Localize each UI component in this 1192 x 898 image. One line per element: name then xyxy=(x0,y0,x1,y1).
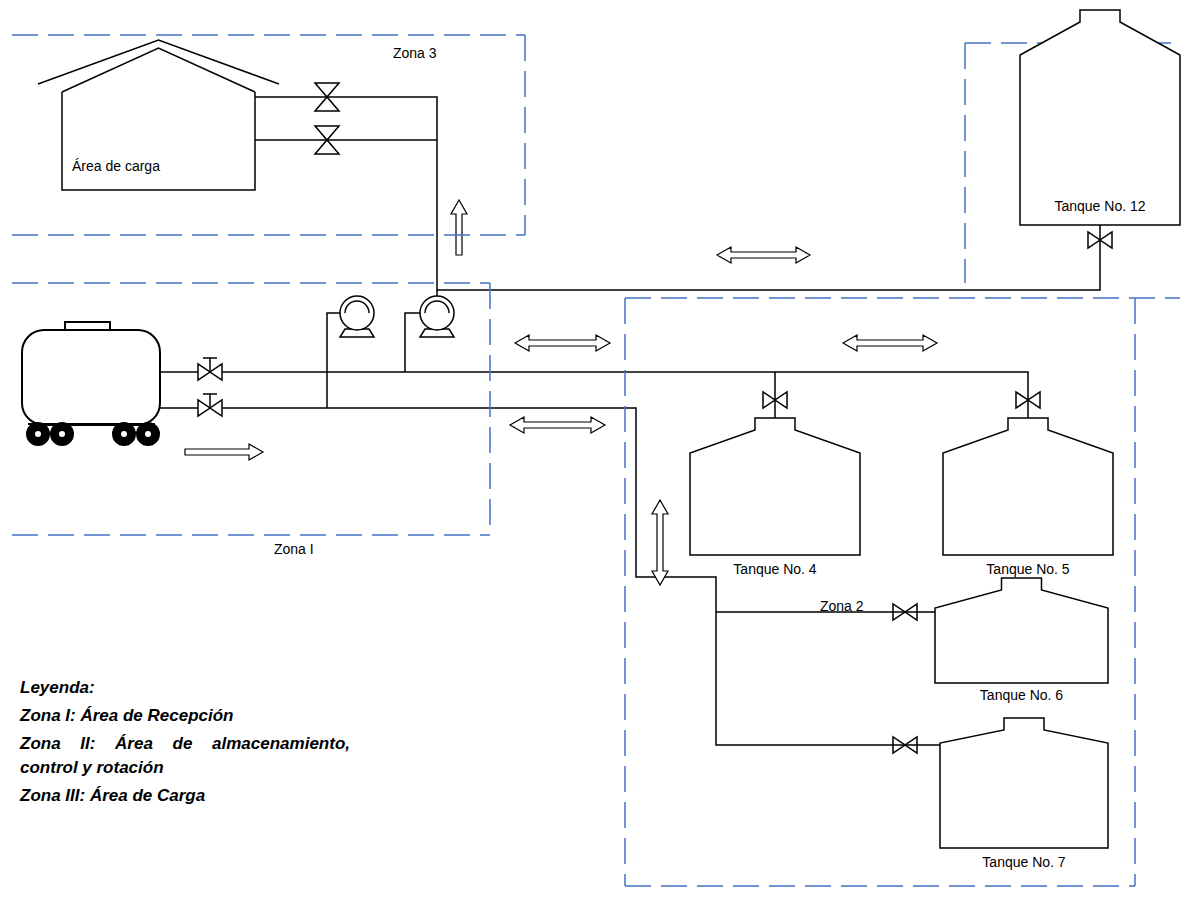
zone-boundary xyxy=(624,298,626,886)
legend-entry: Zona I: Área de Recepción xyxy=(20,704,480,728)
loading-building: Área de carga xyxy=(62,40,255,195)
tank-outline xyxy=(690,418,860,555)
pipe-connector xyxy=(255,97,1100,290)
flow-arrow xyxy=(185,444,263,460)
pipe-line xyxy=(405,313,420,372)
storage-tank-outline xyxy=(935,578,1108,706)
legend-heading: Leyenda: xyxy=(20,676,480,700)
pipe-connector xyxy=(775,372,1028,418)
zone-boundary xyxy=(964,43,966,283)
tanker-truck xyxy=(28,423,155,425)
zone-boundary xyxy=(12,534,490,536)
tanker-truck xyxy=(27,423,49,445)
storage-tank-outline xyxy=(690,418,860,583)
flow-arrow xyxy=(185,200,937,585)
pump-symbol xyxy=(340,296,374,330)
flow-arrow xyxy=(843,335,937,351)
tanker-truck xyxy=(22,330,160,425)
zone-boundary xyxy=(524,35,526,235)
building-outline xyxy=(62,92,255,190)
zone-region: Zona 3 Área de carga xyxy=(12,35,525,235)
tanker-truck xyxy=(35,431,41,437)
storage-tank: Tanque No. 12 xyxy=(1020,10,1180,228)
tanker-truck xyxy=(137,423,159,445)
tank-outline xyxy=(935,578,1108,683)
pipe-line xyxy=(436,290,438,296)
pipe-line xyxy=(255,139,437,141)
zone-label: Zona 3 xyxy=(393,45,437,61)
legend-box: Leyenda: Zona I: Área de RecepciónZona II… xyxy=(20,676,480,812)
tank-label: Tanque No. 6 xyxy=(980,687,1063,703)
flow-arrow xyxy=(515,335,610,351)
tank-label: Tanque No. 12 xyxy=(1054,198,1145,214)
tank-label: Tanque No. 4 xyxy=(733,561,816,577)
building-outline xyxy=(38,40,279,84)
storage-tank: Tanque No. 4 xyxy=(690,418,860,583)
legend-entry: Zona III: Área de Carga xyxy=(20,784,480,808)
valve-symbol xyxy=(203,394,217,408)
flow-arrow xyxy=(451,200,467,255)
tank-outline xyxy=(1020,10,1180,225)
tank-label: Tanque No. 7 xyxy=(982,854,1065,870)
tank-outline xyxy=(940,718,1108,848)
storage-tank-outline xyxy=(940,718,1108,874)
zone-region: Zona I xyxy=(12,283,490,558)
zone-boundary xyxy=(12,282,490,284)
tanker-truck xyxy=(59,431,65,437)
building-outline xyxy=(62,48,255,92)
pump-symbol xyxy=(345,301,369,313)
tanker-truck xyxy=(22,322,160,445)
pump-symbol xyxy=(425,301,449,313)
tanker-truck xyxy=(121,431,127,437)
zone-boundary xyxy=(625,297,1180,299)
storage-tank: Tanque No. 6 xyxy=(935,578,1108,706)
pipe-connector xyxy=(716,612,940,745)
valve-symbol xyxy=(198,83,1112,753)
flow-arrow xyxy=(717,247,810,263)
zone-boundary xyxy=(1134,298,1136,886)
tank-label: Tanque No. 5 xyxy=(986,561,1069,577)
zone-boundary xyxy=(12,234,525,236)
pipe-line xyxy=(160,408,716,612)
pump-symbol xyxy=(340,296,454,337)
storage-tank-outline xyxy=(1020,10,1180,228)
tank-outline xyxy=(943,418,1113,555)
pump-symbol xyxy=(420,296,454,330)
legend-entry: Zona II: Área de almacenamiento, control… xyxy=(20,732,350,780)
zone-label: Zona 2 xyxy=(820,598,864,614)
valve-symbol xyxy=(203,358,217,372)
flow-arrow xyxy=(652,500,668,585)
storage-tank-outline xyxy=(943,418,1113,583)
zone-boundary xyxy=(625,885,1135,887)
pipe-line xyxy=(160,140,775,612)
storage-tank: Tanque No. 5 xyxy=(943,418,1113,583)
zone-region: Zona 2 Tanque No. 4 Tanque No. 5 Tanque No.… xyxy=(625,298,1135,888)
zone-label: Zona I xyxy=(274,541,314,557)
pipe-line xyxy=(160,371,775,373)
valve-symbol xyxy=(315,126,339,154)
zone-region-outline xyxy=(12,283,490,558)
tanker-truck xyxy=(113,423,135,445)
flow-arrow xyxy=(510,417,605,433)
zone-boundary xyxy=(12,34,525,36)
tanker-truck xyxy=(51,423,73,445)
pipe-line xyxy=(327,313,340,408)
tanker-truck xyxy=(145,431,151,437)
storage-tank: Tanque No. 7 xyxy=(940,718,1108,874)
zone-boundary xyxy=(489,283,491,535)
area-label: Área de carga xyxy=(72,158,160,174)
